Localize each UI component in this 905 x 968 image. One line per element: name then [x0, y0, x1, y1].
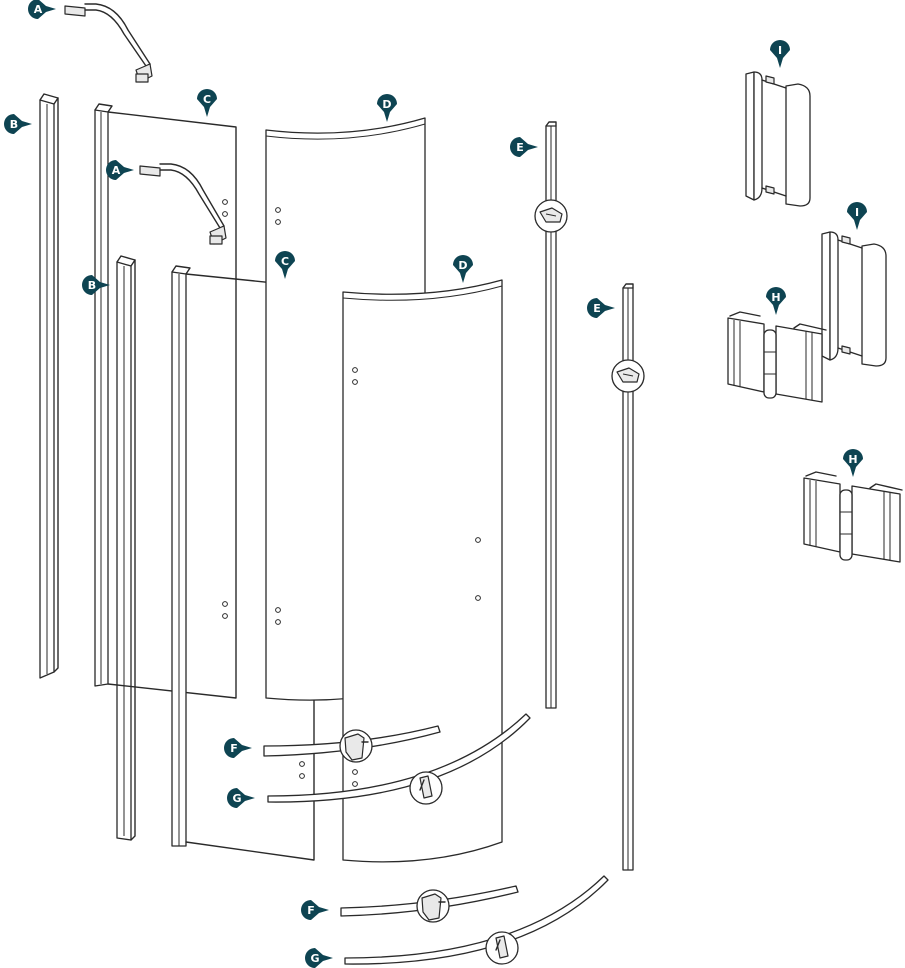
- callout-markers: A A B B C C D D E E F F G G H H I I: [4, 0, 867, 968]
- callout-letter: H: [771, 291, 780, 304]
- callout-pin-shape: [301, 900, 329, 920]
- callout-pin-shape: [587, 298, 615, 318]
- callout-letter: B: [88, 279, 96, 292]
- bottom-seal-f-lower: [340, 885, 519, 923]
- callout-letter: C: [203, 93, 211, 106]
- door-handle-i-lower: [821, 231, 887, 367]
- callout-pin-shape: [106, 160, 134, 180]
- callout-b1: B: [4, 114, 32, 134]
- callout-h1: H: [766, 287, 786, 315]
- callout-pin-shape: [377, 94, 397, 122]
- callout-pin-shape: [4, 114, 32, 134]
- callout-e1: E: [510, 137, 538, 157]
- callout-pin-shape: [510, 137, 538, 157]
- callout-pin-shape: [197, 89, 217, 117]
- callout-d2: D: [453, 255, 473, 283]
- callout-letter: C: [281, 255, 289, 268]
- wall-profile-b-back: [39, 93, 59, 679]
- callout-pin-shape: [453, 255, 473, 283]
- callout-i2: I: [847, 202, 867, 230]
- callout-c1: C: [197, 89, 217, 117]
- stabilizer-bar-a-top: [64, 3, 153, 83]
- callout-d1: D: [377, 94, 397, 122]
- callout-pin-shape: [770, 40, 790, 68]
- callout-pin-shape: [305, 948, 333, 968]
- callout-letter: E: [516, 141, 524, 154]
- callout-letter: A: [34, 3, 43, 16]
- callout-pin-shape: [227, 788, 255, 808]
- callout-letter: I: [778, 44, 782, 57]
- wall-profile-b-front: [116, 255, 136, 841]
- callout-a1: A: [28, 0, 56, 19]
- callout-pin-shape: [82, 275, 110, 295]
- callout-pin-shape: [224, 738, 252, 758]
- callout-f1: F: [224, 738, 252, 758]
- callout-pin-shape: [847, 202, 867, 230]
- callout-a2: A: [106, 160, 134, 180]
- callout-b2: B: [82, 275, 110, 295]
- hinge-h-lower: [803, 471, 903, 563]
- callout-h2: H: [843, 449, 863, 477]
- stabilizer-bar-a-middle: [139, 163, 227, 245]
- callout-pin-shape: [275, 251, 295, 279]
- curved-door-d-front: [342, 279, 503, 863]
- callout-letter: D: [382, 98, 391, 111]
- bottom-seal-f-upper: [263, 725, 441, 763]
- callout-letter: G: [232, 792, 241, 805]
- bottom-sweep-g-upper: [267, 713, 531, 805]
- magnetic-post-e-front: [611, 283, 645, 871]
- callout-letter: A: [112, 164, 121, 177]
- callout-letter: I: [855, 206, 859, 219]
- bottom-sweep-g-lower: [344, 875, 609, 965]
- callout-pin-shape: [28, 0, 56, 19]
- hinge-h-upper: [727, 311, 827, 403]
- callout-letter: F: [230, 742, 238, 755]
- door-handle-i-upper: [745, 71, 811, 207]
- callout-g1: G: [227, 788, 255, 808]
- callout-letter: H: [848, 453, 857, 466]
- callout-g2: G: [305, 948, 333, 968]
- callout-c2: C: [275, 251, 295, 279]
- callout-letter: E: [593, 302, 601, 315]
- callout-e2: E: [587, 298, 615, 318]
- magnetic-post-e-back: [534, 121, 568, 709]
- callout-letter: D: [458, 259, 467, 272]
- callout-pin-shape: [843, 449, 863, 477]
- callout-f2: F: [301, 900, 329, 920]
- callout-letter: B: [10, 118, 18, 131]
- side-glass-panel-c-back: [94, 103, 237, 699]
- callout-i1: I: [770, 40, 790, 68]
- callout-letter: F: [307, 904, 315, 917]
- callout-letter: G: [310, 952, 319, 965]
- callout-pin-shape: [766, 287, 786, 315]
